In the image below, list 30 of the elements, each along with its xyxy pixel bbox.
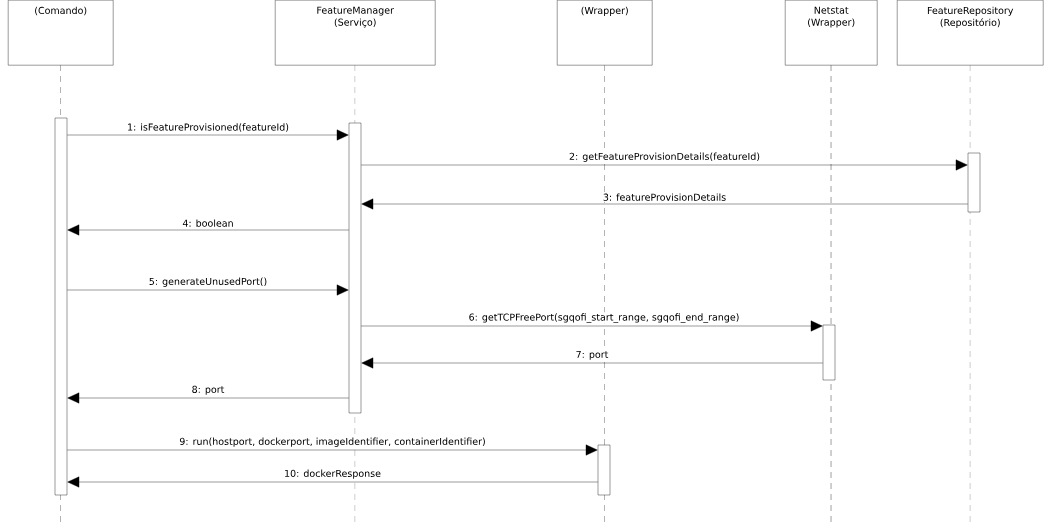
message-arrow <box>67 129 349 141</box>
message-arrow <box>67 284 349 296</box>
activation-bar <box>348 122 362 414</box>
message-label: 3: featureProvisionDetails <box>601 192 728 202</box>
message-arrow <box>67 392 349 404</box>
message-label: 10: dockerResponse <box>283 468 382 480</box>
message-arrow <box>361 159 968 171</box>
message-label: 7: port <box>574 349 610 361</box>
message-label: 8: port <box>190 384 226 396</box>
message-arrow <box>361 198 968 210</box>
activation-bar <box>54 117 68 496</box>
message-arrow <box>67 224 349 236</box>
activation-bar <box>967 152 981 213</box>
lifeline-header: FeatureManager (Serviço) <box>275 0 436 66</box>
lifeline-header: (Wrapper) <box>557 0 653 66</box>
message-label: 1: isFeatureProvisioned(featureId) <box>126 122 290 133</box>
message-label: 6: getTCPFreePort(sgqofi_start_range, sgqofi_end_range) <box>467 312 741 324</box>
message-arrow <box>67 476 598 488</box>
message-arrow <box>361 320 823 332</box>
message-label: 9: run(hostport, dockerport, imageIdentifier, containerIdentifier) <box>178 436 487 448</box>
message-arrow <box>361 357 823 369</box>
message-label: 2: getFeatureProvisionDetails(featureId) <box>568 151 761 163</box>
lifeline-header: Netstat (Wrapper) <box>785 0 878 66</box>
lifeline-header: FeatureRepository (Repositório) <box>897 0 1044 66</box>
activation-bar <box>822 324 836 381</box>
lifeline-header: (Comando) <box>8 0 114 66</box>
message-arrow <box>67 444 598 456</box>
activation-bar <box>597 444 611 496</box>
message-label: 4: boolean <box>181 218 235 228</box>
message-label: 5: generateUnusedPort() <box>147 276 269 288</box>
